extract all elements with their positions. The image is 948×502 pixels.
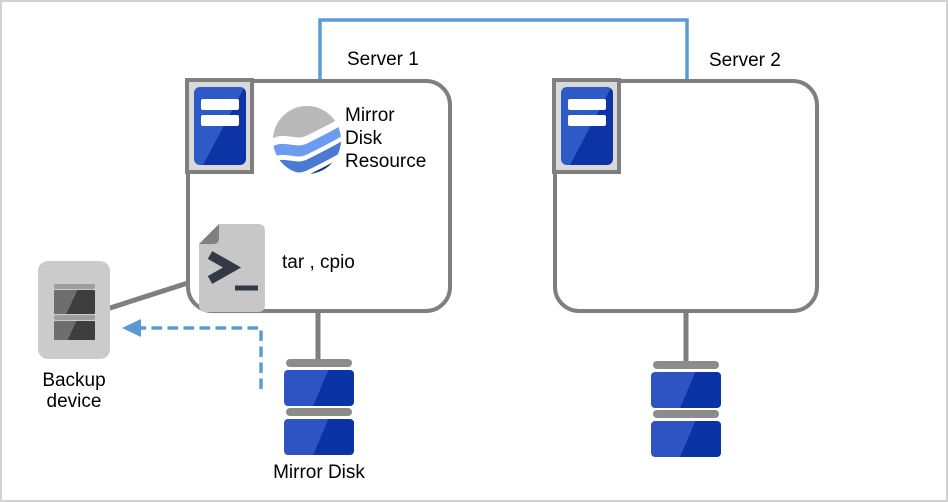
disk-stack-icon — [651, 361, 721, 457]
server-interconnect-line — [318, 18, 689, 81]
server-icon — [560, 87, 613, 165]
globe-band-gray — [273, 106, 341, 139]
script-tools-label: tar , cpio — [282, 252, 355, 273]
disk-body — [651, 421, 721, 457]
backup-device-label-line1: Backup — [42, 370, 106, 391]
backup-flow-dashed-arrow — [140, 326, 263, 389]
mirror-disk-resource-line1: Mirror — [345, 105, 395, 126]
globe-waves-icon — [273, 106, 341, 174]
server2-icon-tray — [552, 78, 621, 174]
server-icon-bar — [200, 115, 239, 126]
mirror-disk-resource-line3: Resource — [345, 151, 427, 172]
server-icon — [193, 87, 246, 165]
server1-icon-tray — [185, 78, 254, 174]
tape-slot-bar — [54, 315, 95, 320]
backup-flow-arrowhead — [122, 319, 141, 337]
server-icon-bar — [567, 99, 606, 110]
tape-slot-bar — [54, 284, 95, 289]
backup-device-label-line2: device — [46, 391, 102, 412]
disk-platter-bar — [653, 361, 719, 369]
tape-slot — [54, 290, 95, 314]
disk-body — [651, 372, 721, 408]
tape-slot — [54, 321, 95, 340]
disk-body — [284, 370, 354, 406]
server-icon-bar — [200, 99, 239, 110]
script-prompt-glyph — [207, 251, 242, 284]
mirror-disk-label: Mirror Disk — [273, 462, 365, 483]
disk-platter-bar — [286, 408, 352, 416]
server-icon-bar — [567, 115, 606, 126]
disk-body — [284, 419, 354, 455]
disk-stack-icon — [284, 359, 354, 455]
server2-title: Server 2 — [709, 50, 781, 71]
backup-device-label: Backup device — [14, 370, 134, 412]
disk-platter-bar — [286, 359, 352, 367]
globe-band-mid-blue — [273, 141, 341, 174]
server1-backup-connector — [107, 278, 197, 311]
globe-band-light-blue — [273, 125, 341, 158]
mirror-disk-resource-line2: Disk — [345, 128, 382, 149]
shell-script-icon — [199, 224, 265, 312]
server1-title: Server 1 — [347, 49, 419, 70]
disk-platter-bar — [653, 410, 719, 418]
mirror-disk-resource-label: Mirror Disk Resource — [345, 104, 426, 173]
tape-drive-icon — [38, 261, 110, 359]
script-document-fold — [199, 224, 219, 244]
